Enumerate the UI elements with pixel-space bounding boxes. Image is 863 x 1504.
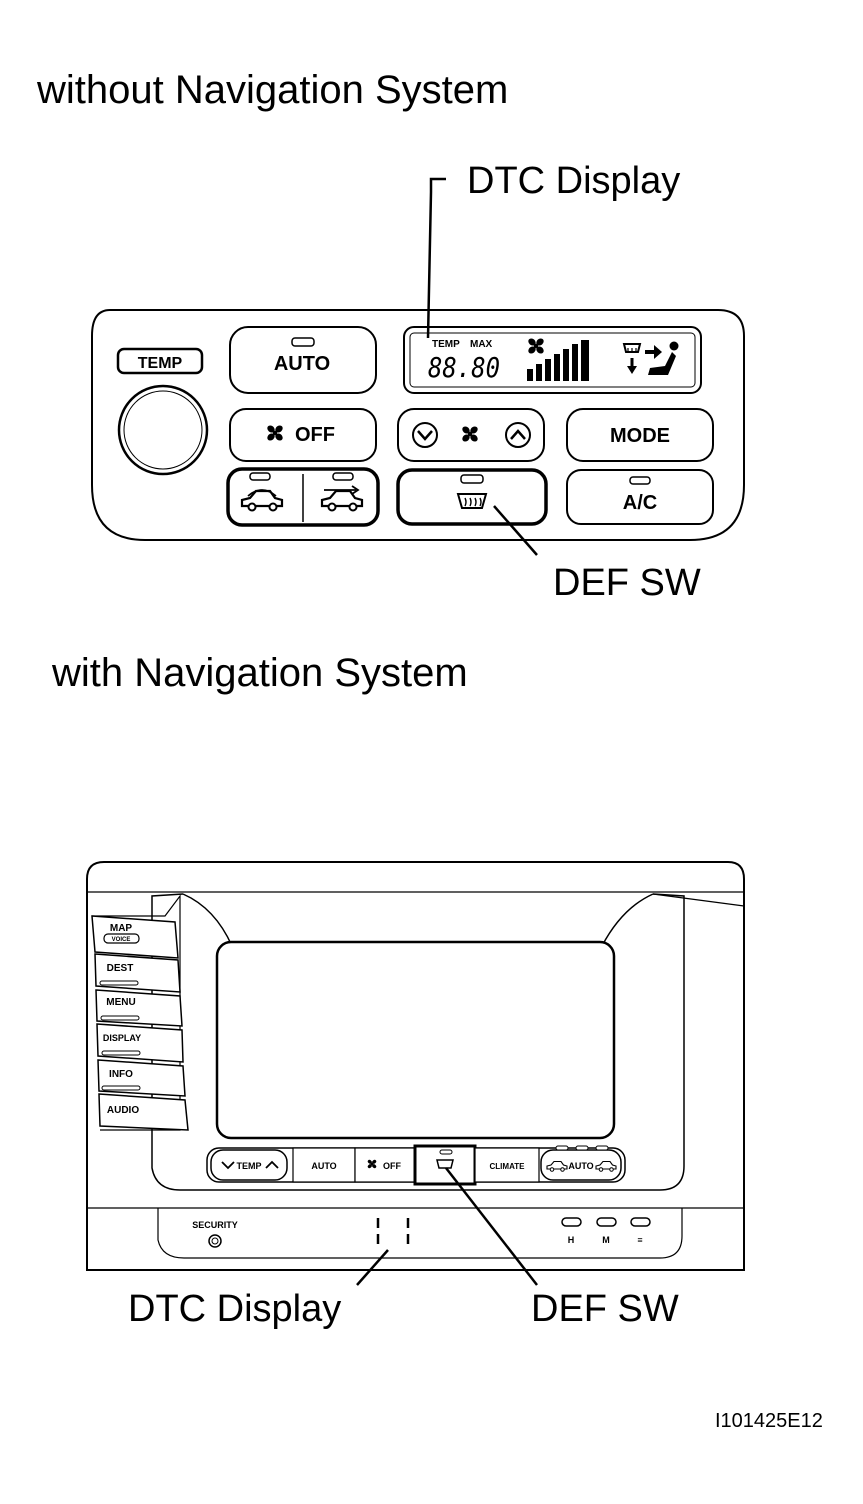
top-def-sw-label: DEF SW xyxy=(553,562,701,604)
security-label: SECURITY xyxy=(192,1220,238,1230)
fan-speed-selector[interactable] xyxy=(397,408,545,462)
lcd-temp-label: TEMP xyxy=(432,339,460,350)
menu-button[interactable] xyxy=(95,989,183,1027)
nav-auto-button[interactable]: AUTO xyxy=(292,1147,356,1183)
nav-air-inlet-button[interactable]: AUTO xyxy=(540,1145,622,1181)
top-dtc-display-label: DTC Display xyxy=(467,160,681,202)
indicator-m-label: M xyxy=(602,1235,610,1245)
nav-auto-label: AUTO xyxy=(311,1161,336,1171)
air-inlet-button-group[interactable] xyxy=(226,467,380,527)
security-indicator: SECURITY xyxy=(192,1220,238,1248)
vent-mode-icon xyxy=(622,341,679,375)
bottom-def-sw-label: DEF SW xyxy=(531,1288,679,1330)
nav-side-buttons: MAP VOICE DEST MENU DISPLAY INFO AUDIO xyxy=(91,915,189,1131)
climate-panel-without-nav: TEMP AUTO TEMP MAX 88.80 xyxy=(91,309,745,541)
dest-label: DEST xyxy=(107,963,134,974)
bottom-dtc-leader-line xyxy=(356,1249,389,1286)
nav-auto2-label: AUTO xyxy=(568,1161,593,1171)
mode-label: MODE xyxy=(610,425,670,447)
auto-label: AUTO xyxy=(274,353,330,375)
recirculation-icon[interactable] xyxy=(240,489,284,512)
bottom-def-leader-line xyxy=(445,1167,538,1286)
fan-down-button[interactable] xyxy=(412,422,438,448)
indicator-lamps: H M ≡ xyxy=(561,1217,651,1245)
bottom-dtc-display-label: DTC Display xyxy=(128,1288,342,1330)
temp-label-box: TEMP xyxy=(116,347,204,375)
mode-button[interactable]: MODE xyxy=(566,408,714,462)
indicator-3-label: ≡ xyxy=(637,1235,642,1245)
top-def-leader-line xyxy=(493,505,538,556)
audio-button[interactable] xyxy=(98,1093,189,1131)
fan-up-button[interactable] xyxy=(505,422,531,448)
ac-label: A/C xyxy=(623,492,657,514)
indicator-h-label: H xyxy=(568,1235,575,1245)
nav-fan-off-button[interactable]: OFF xyxy=(354,1147,416,1183)
navigation-screen[interactable] xyxy=(215,940,616,1140)
display-button[interactable] xyxy=(96,1023,184,1063)
nav-temp-label: TEMP xyxy=(236,1161,261,1171)
navigation-panel: MAP VOICE DEST MENU DISPLAY INFO AUDIO xyxy=(86,861,745,1271)
top-heading: without Navigation System xyxy=(37,68,509,112)
audio-label: AUDIO xyxy=(107,1105,139,1116)
def-switch[interactable] xyxy=(396,468,548,526)
map-label: MAP xyxy=(110,923,133,934)
bottom-heading: with Navigation System xyxy=(52,651,468,695)
defroster-icon xyxy=(456,493,488,509)
ac-indicator xyxy=(629,476,651,485)
temp-rocker-button[interactable]: TEMP xyxy=(210,1149,288,1181)
nav-defroster-icon xyxy=(436,1159,454,1169)
fresh-air-icon[interactable] xyxy=(320,485,364,512)
def-indicator xyxy=(460,474,484,484)
temperature-knob[interactable] xyxy=(117,384,209,476)
lcd-temperature-digits: 88.80 xyxy=(428,351,500,384)
top-dtc-leader-line xyxy=(426,177,446,339)
menu-label: MENU xyxy=(106,997,135,1008)
fan-speed-bars xyxy=(527,340,589,381)
temp-label: TEMP xyxy=(138,355,183,372)
ac-button[interactable]: A/C xyxy=(566,469,714,525)
auto-button[interactable]: AUTO xyxy=(229,326,377,394)
nav-dtc-display xyxy=(376,1218,410,1244)
climate-label: CLIMATE xyxy=(490,1162,526,1171)
voice-indicator xyxy=(103,933,140,944)
nav-def-switch[interactable] xyxy=(413,1144,477,1186)
fan-off-button[interactable]: OFF xyxy=(229,408,377,462)
lcd-display: TEMP MAX 88.80 xyxy=(403,326,702,394)
figure-id: I101425E12 xyxy=(715,1410,823,1432)
climate-button-strip: TEMP AUTO OFF CLIMATE xyxy=(206,1144,626,1186)
lcd-max-label: MAX xyxy=(470,339,493,350)
auto-indicator xyxy=(291,337,315,347)
map-voice-label: VOICE xyxy=(112,937,131,943)
climate-button[interactable]: CLIMATE xyxy=(474,1147,540,1183)
fan-off-label: OFF xyxy=(295,424,335,446)
nav-fan-off-label: OFF xyxy=(383,1161,401,1171)
display-label: DISPLAY xyxy=(103,1033,141,1043)
info-label: INFO xyxy=(109,1069,133,1080)
